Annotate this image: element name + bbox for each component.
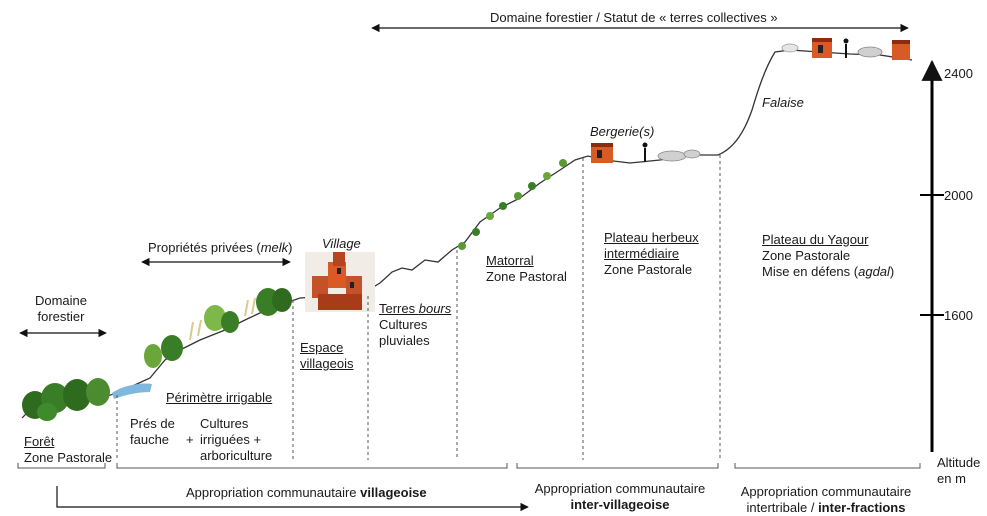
foret-sub: Zone Pastorale — [24, 450, 113, 465]
falaise-label: Falaise — [762, 95, 804, 110]
yagour-label: Plateau du Yagour Zone Pastorale Mise en… — [762, 232, 895, 279]
bottom-brackets — [17, 463, 921, 469]
left-domain-label: Domaine forestier — [26, 293, 96, 325]
bergerie-label: Bergerie(s) — [590, 124, 655, 139]
bergerie-mid — [591, 142, 701, 163]
foret-title: Forêt — [24, 434, 55, 449]
inter-villageoise-label: Appropriation communautaire inter-villag… — [534, 481, 706, 512]
tick-label-2000: 2000 — [944, 188, 973, 203]
tick-label-1600: 1600 — [944, 308, 973, 323]
cultures-label: Cultures irriguées + arboriculture — [200, 416, 273, 463]
village-houses — [305, 252, 375, 312]
forest-status-label: Domaine forestier / Statut de « terres c… — [490, 10, 778, 25]
left-domain-line2: forestier — [37, 309, 85, 324]
private-property-label: Propriétés privées (melk) — [148, 240, 293, 255]
zone-dividers — [116, 155, 721, 460]
left-domain-line1: Domaine — [34, 293, 88, 308]
bottom-long-arrow — [56, 486, 529, 512]
altitude-axis-label: Altitude en m — [937, 455, 981, 486]
orchard-trees — [144, 288, 292, 368]
plateau-label: Plateau herbeux intermédiaire Zone Pasto… — [604, 230, 699, 277]
forest-trees — [22, 378, 110, 421]
perimetre-label: Périmètre irrigable — [166, 390, 273, 405]
bergerie-top — [781, 38, 910, 60]
villageoise-label: Appropriation communautaire villageoise — [186, 485, 427, 500]
matorral-shrubs — [458, 159, 567, 250]
water-stream — [112, 383, 152, 399]
tick-label-2400: 2400 — [944, 66, 973, 81]
pres-label: Prés de fauche — [130, 416, 175, 447]
foret-label: Forêt Zone Pastorale — [24, 434, 112, 466]
plus-sign: + — [186, 432, 194, 447]
intertribale-label: Appropriation communautaire intertribale… — [740, 484, 912, 515]
village-title: Village — [322, 236, 361, 251]
espace-label: Espace villageois — [300, 340, 354, 371]
matorral-label: Matorral Zone Pastoral — [486, 253, 567, 284]
terres-label: Terres bours Cultures pluviales — [379, 301, 452, 348]
